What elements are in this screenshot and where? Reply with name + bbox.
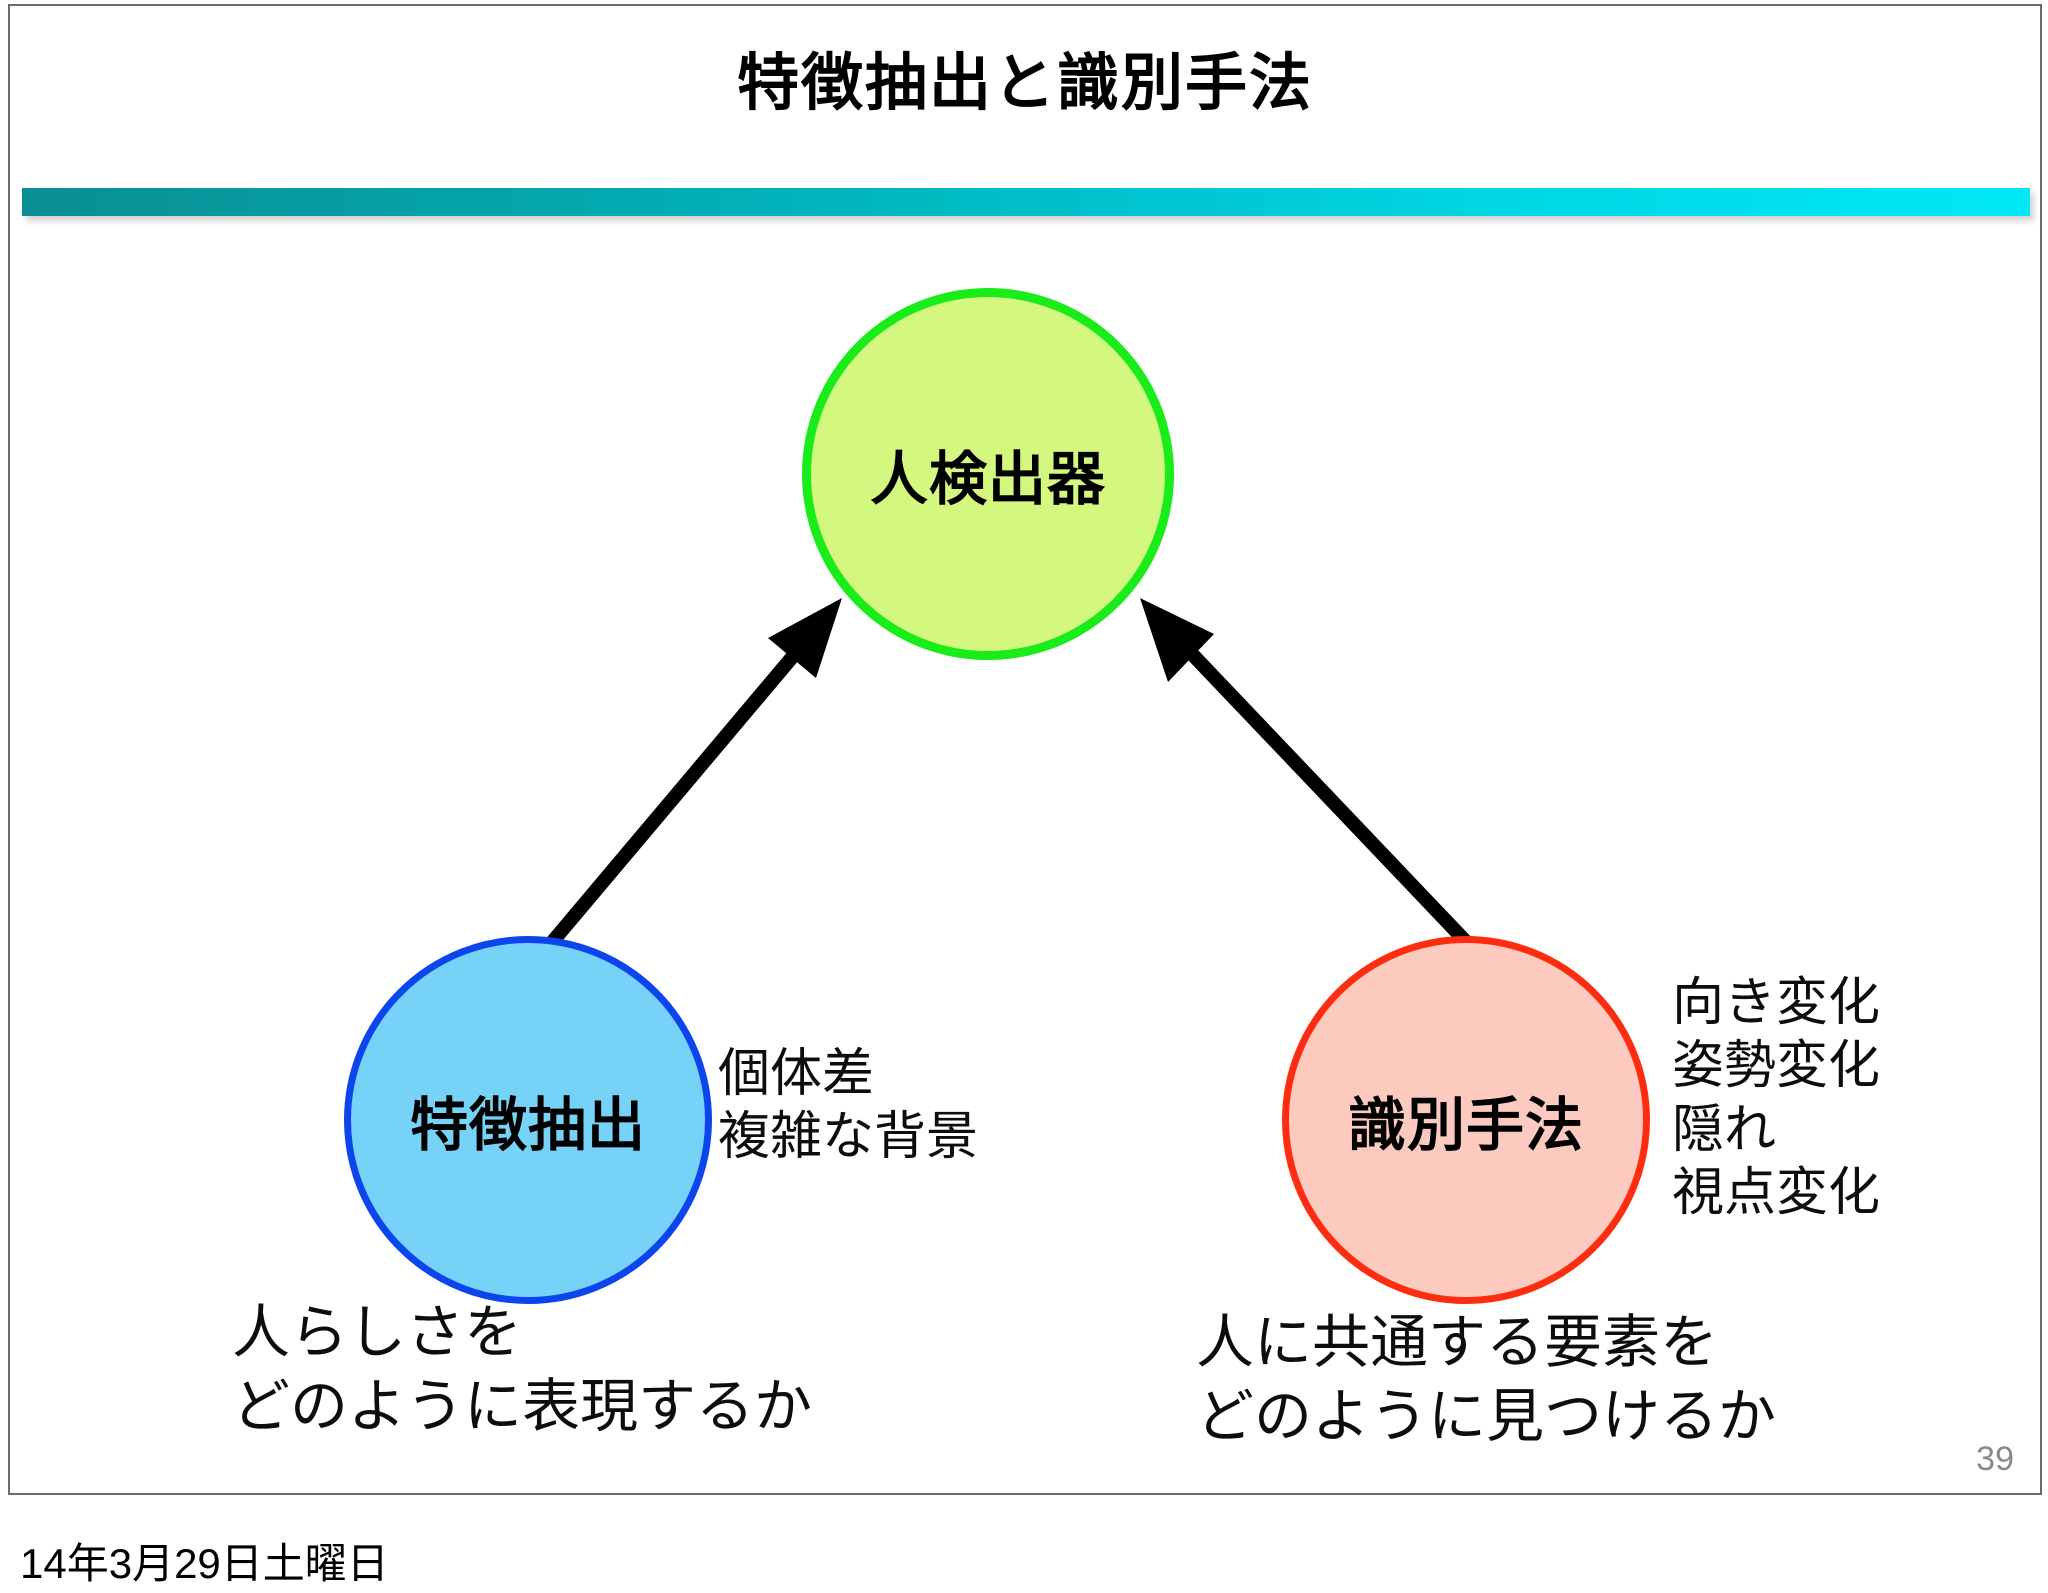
node-feature-extraction-label: 特徴抽出	[409, 1093, 646, 1158]
caption-line: どのように見つけるか	[1196, 1384, 1777, 1450]
arrow-feature-to-detector	[542, 598, 842, 952]
caption-feature-extraction: 人らしさを どのように表現するか	[232, 1296, 812, 1444]
node-classification-method-label: 識別手法	[1347, 1093, 1584, 1158]
page-number: 39	[1976, 1440, 2014, 1478]
caption-classification-method: 人に共通する要素を どのように見つけるか	[1196, 1306, 1776, 1454]
node-feature-extraction[interactable]: 特徴抽出	[344, 936, 712, 1304]
caption-line: 人らしさを	[232, 1300, 523, 1365]
annotation-classifier-issue-line: 姿勢変化	[1672, 1037, 1881, 1096]
title-divider-bar	[22, 188, 2030, 216]
slide-canvas: 特徴抽出と識別手法 人検出器 特徴抽出 識別手法 個体差 複雑な背景	[8, 4, 2042, 1495]
annotation-classifier-issue-line: 隠れ	[1672, 1100, 1777, 1159]
node-classification-method[interactable]: 識別手法	[1282, 936, 1650, 1304]
arrow-classifier-to-detector	[1140, 598, 1477, 952]
caption-line: どのように表現するか	[232, 1374, 813, 1440]
annotation-classifier-issues: 向き変化 姿勢変化 隠れ 視点変化	[1672, 972, 1880, 1226]
annotation-feature-issue-line: 複雑な背景	[718, 1108, 979, 1167]
annotation-classifier-issue-line: 向き変化	[1672, 974, 1881, 1032]
footer-date: 14年3月29日土曜日	[20, 1540, 389, 1587]
node-person-detector-label: 人検出器	[869, 447, 1106, 512]
annotation-feature-issues: 個体差 複雑な背景	[718, 1043, 978, 1170]
node-person-detector[interactable]: 人検出器	[802, 288, 1174, 660]
annotation-feature-issue-line: 個体差	[718, 1045, 875, 1103]
caption-line: 人に共通する要素を	[1196, 1310, 1719, 1375]
diagram-container: 人検出器 特徴抽出 識別手法 個体差 複雑な背景 向き変化 姿勢変化 隠れ 視点…	[10, 6, 2040, 1493]
page-title: 特徴抽出と識別手法	[736, 49, 1313, 118]
arrow-layer	[542, 598, 1477, 952]
annotation-classifier-issue-line: 視点変化	[1672, 1164, 1881, 1223]
